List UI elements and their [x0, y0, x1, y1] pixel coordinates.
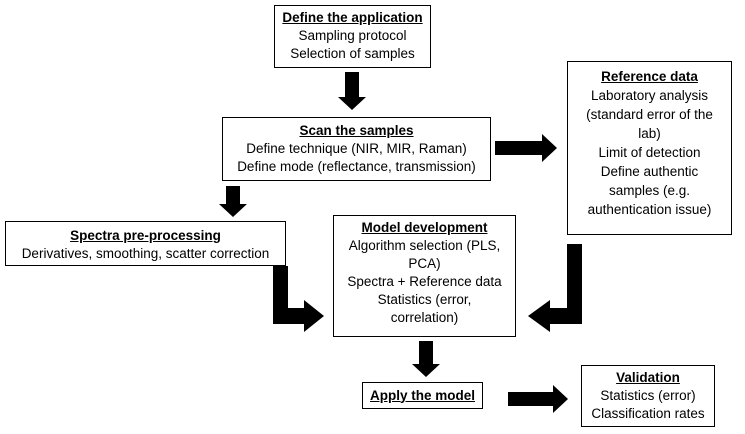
model-development-line: Statistics (error,: [377, 292, 472, 307]
box-scan-samples: Scan the samples Define technique (NIR, …: [222, 117, 491, 181]
arrow-reference-to-model: [528, 244, 582, 332]
define-application-title: Define the application: [282, 10, 423, 25]
arrow-model-to-apply: [412, 341, 440, 377]
box-model-development: Model development Algorithm selection (P…: [333, 215, 516, 337]
scan-samples-line: Define mode (reflectance, transmission): [237, 159, 476, 174]
box-reference-data: Reference data Laboratory analysis (stan…: [567, 61, 732, 235]
model-development-line: Spectra + Reference data: [347, 274, 502, 289]
reference-data-line: (standard error of the: [586, 107, 713, 122]
apply-model-title: Apply the model: [369, 387, 475, 403]
model-development-title: Model development: [361, 220, 488, 235]
reference-data-line: Limit of detection: [598, 145, 701, 160]
arrow-scan-to-preprocessing: [219, 186, 247, 217]
validation-line: Classification rates: [591, 406, 705, 421]
reference-data-line: lab): [638, 126, 661, 141]
box-define-application: Define the application Sampling protocol…: [274, 5, 431, 68]
spectra-preprocessing-line: Derivatives, smoothing, scatter correcti…: [21, 246, 270, 261]
validation-title: Validation: [616, 370, 680, 385]
model-development-line: PCA): [408, 256, 441, 271]
model-development-line: correlation): [390, 310, 459, 325]
scan-samples-title: Scan the samples: [299, 123, 414, 138]
reference-data-line: Laboratory analysis: [590, 88, 709, 103]
model-development-line: Algorithm selection (PLS,: [348, 238, 501, 253]
arrow-scan-to-reference: [495, 134, 557, 162]
define-application-line: Sampling protocol: [298, 28, 407, 43]
scan-samples-line: Define technique (NIR, MIR, Raman): [246, 141, 467, 156]
reference-data-line: authentication issue): [587, 202, 712, 217]
reference-data-line: Define authentic: [600, 164, 699, 179]
arrow-apply-to-validation: [508, 385, 568, 413]
arrow-define-to-scan: [338, 72, 366, 110]
box-apply-model: Apply the model: [362, 382, 483, 409]
box-spectra-preprocessing: Spectra pre-processing Derivatives, smoo…: [5, 221, 286, 266]
spectra-preprocessing-title: Spectra pre-processing: [70, 228, 221, 243]
reference-data-title: Reference data: [601, 69, 698, 84]
box-validation: Validation Statistics (error) Classifica…: [581, 365, 715, 427]
arrow-preprocessing-to-model: [273, 266, 324, 332]
define-application-line: Selection of samples: [290, 46, 415, 61]
reference-data-line: samples (e.g.: [608, 183, 691, 198]
validation-line: Statistics (error): [600, 388, 696, 403]
